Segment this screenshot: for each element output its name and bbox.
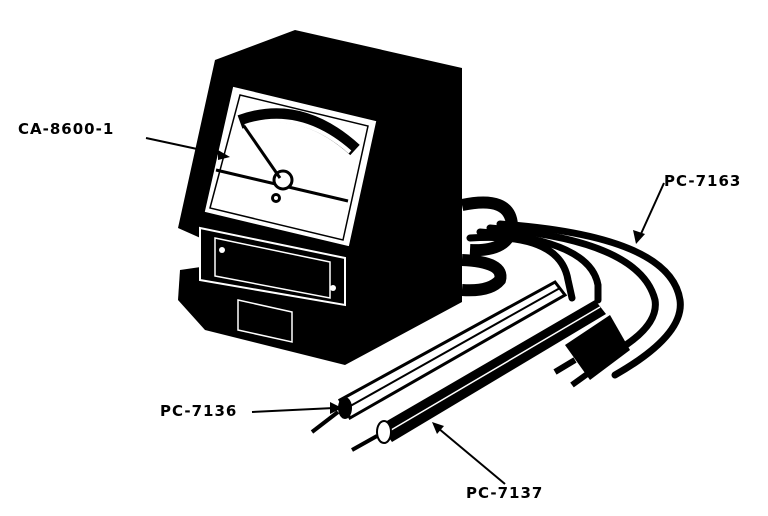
label-probe-left: PC-7136: [160, 402, 238, 420]
label-power-cord: PC-7163: [664, 172, 742, 190]
meter-face: [201, 83, 380, 250]
arrowhead-meter: [218, 150, 230, 160]
label-meter: CA-8600-1: [18, 120, 115, 138]
leader-power-cord: [639, 182, 665, 237]
leader-probe-right: [437, 427, 506, 485]
cord-coil: [460, 196, 519, 297]
leader-lines: [145, 137, 665, 485]
probe-left: [310, 280, 568, 434]
power-plug: [553, 315, 630, 388]
probe-right: [351, 300, 606, 452]
arrowhead-probe-right: [432, 422, 444, 434]
arrowhead-probe-left: [330, 402, 342, 414]
arrowhead-power-cord: [633, 230, 645, 244]
leader-meter: [145, 137, 226, 156]
leader-probe-left: [251, 407, 335, 413]
cords: [466, 220, 684, 379]
label-probe-right: PC-7137: [466, 484, 544, 502]
